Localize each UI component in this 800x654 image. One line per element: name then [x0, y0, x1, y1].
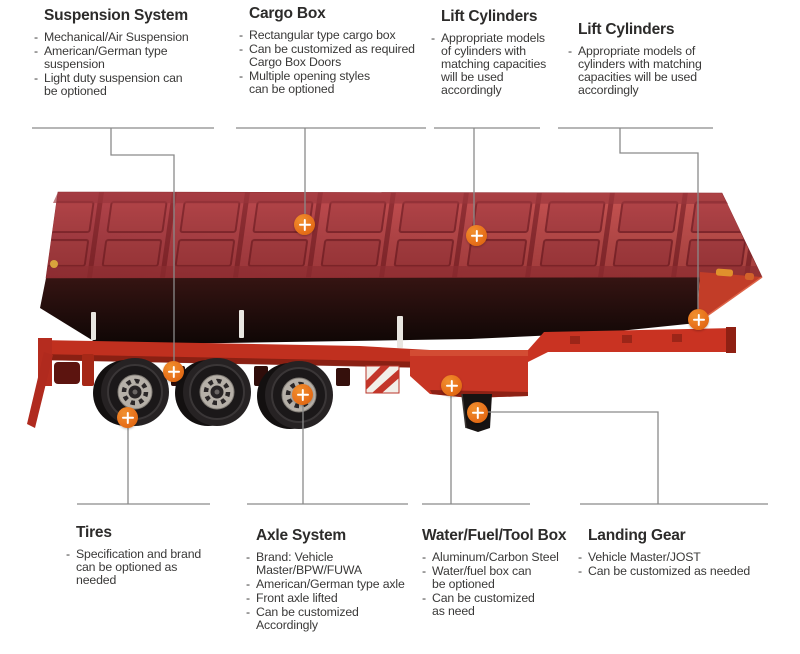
reflector-strip — [715, 268, 734, 277]
box-front-face — [697, 272, 762, 323]
water-fuel-hotspot-plus-icon — [441, 375, 462, 396]
callout-title: Suspension System — [44, 7, 188, 24]
callout-title: Landing Gear — [588, 527, 686, 544]
connector-tires — [77, 417, 210, 505]
cargo-box-art — [45, 191, 763, 324]
callout-title: Axle System — [256, 527, 346, 544]
striped-plate — [365, 365, 400, 394]
cargo-box-hotspot-plus-icon — [294, 214, 315, 235]
callout-lift-cylinders-1: Lift Cylinders Appropriate models of cyl… — [431, 8, 576, 98]
callout-item: Mechanical/Air Suspension — [34, 31, 234, 45]
rear-bumper-blade — [27, 352, 53, 428]
callout-item: Can be customized as needed — [578, 565, 798, 579]
callout-suspension-system: Suspension System Mechanical/Air Suspens… — [34, 7, 234, 99]
lift-cylinder-2-hotspot-plus-icon — [688, 309, 709, 330]
callout-item: Water/fuel box can be optioned — [422, 565, 597, 591]
connector-axle-system — [247, 394, 408, 505]
connector-lift-cylinders-2 — [558, 127, 713, 319]
callout-title: Cargo Box — [249, 5, 326, 22]
tires-hotspot-plus-icon — [117, 407, 138, 428]
connector-water-fuel-tool-box — [422, 385, 530, 505]
callout-item: Appropriate models of cylinders with mat… — [568, 45, 728, 97]
callout-landing-gear: Landing Gear Vehicle Master/JOSTCan be c… — [578, 527, 798, 579]
connector-lift-cylinders-1 — [434, 127, 540, 235]
callout-item: Front axle lifted — [246, 592, 436, 606]
callout-item: American/German type axle — [246, 578, 436, 592]
callout-title: Lift Cylinders — [441, 8, 538, 25]
callout-item: Can be customized as required Cargo Box … — [239, 43, 449, 69]
callout-cargo-box: Cargo Box Rectangular type cargo boxCan … — [239, 5, 449, 97]
callout-item: Multiple opening styles can be optioned — [239, 70, 449, 96]
callout-items: Appropriate models of cylinders with mat… — [431, 32, 576, 97]
callout-item: Specification and brand can be optioned … — [66, 548, 246, 587]
callout-title: Tires — [76, 524, 112, 541]
callout-item: Rectangular type cargo box — [239, 29, 449, 43]
landing-gear-hotspot-plus-icon — [467, 402, 488, 423]
connector-landing-gear — [477, 411, 768, 505]
callout-item: Brand: Vehicle Master/BPW/FUWA — [246, 551, 436, 577]
callout-title: Lift Cylinders — [578, 21, 675, 38]
callout-item: Can be customized Accordingly — [246, 606, 436, 632]
callout-item: Light duty suspension can be optioned — [34, 72, 234, 98]
reflector-strip — [744, 272, 755, 281]
marker-light — [50, 260, 58, 268]
box-underside-shadow — [40, 273, 700, 345]
callout-items: Specification and brand can be optioned … — [66, 548, 246, 587]
callout-title: Water/Fuel/Tool Box — [422, 527, 567, 544]
callout-items: Vehicle Master/JOSTCan be customized as … — [578, 551, 798, 579]
wheel-2 — [175, 358, 251, 426]
tipping-posts — [91, 310, 403, 348]
callout-water-fuel-tool-box: Water/Fuel/Tool Box Aluminum/Carbon Stee… — [422, 527, 597, 619]
lift-cylinder-1-hotspot-plus-icon — [466, 225, 487, 246]
callout-tires: Tires Specification and brand can be opt… — [66, 524, 246, 588]
callout-item: Can be customized as need — [422, 592, 597, 618]
wheel-1 — [93, 358, 169, 426]
connector-lines — [32, 127, 768, 505]
connector-cargo-box — [236, 127, 426, 224]
callout-axle-system: Axle System Brand: Vehicle Master/BPW/FU… — [246, 527, 436, 633]
connector-suspension — [32, 127, 214, 371]
callout-items: Brand: Vehicle Master/BPW/FUWAAmerican/G… — [246, 551, 436, 632]
axle-hotspot-plus-icon — [292, 384, 313, 405]
callout-item: American/German type suspension — [34, 45, 234, 71]
callout-item: Appropriate models of cylinders with mat… — [431, 32, 576, 97]
callout-items: Rectangular type cargo boxCan be customi… — [239, 29, 449, 96]
callout-item: Vehicle Master/JOST — [578, 551, 798, 565]
callout-items: Mechanical/Air SuspensionAmerican/German… — [34, 31, 234, 98]
callout-items: Aluminum/Carbon SteelWater/fuel box can … — [422, 551, 597, 618]
callout-item: Aluminum/Carbon Steel — [422, 551, 597, 565]
callout-lift-cylinders-2: Lift Cylinders Appropriate models of cyl… — [568, 21, 728, 98]
suspension-hotspot-plus-icon — [163, 361, 184, 382]
callout-items: Appropriate models of cylinders with mat… — [568, 45, 728, 97]
